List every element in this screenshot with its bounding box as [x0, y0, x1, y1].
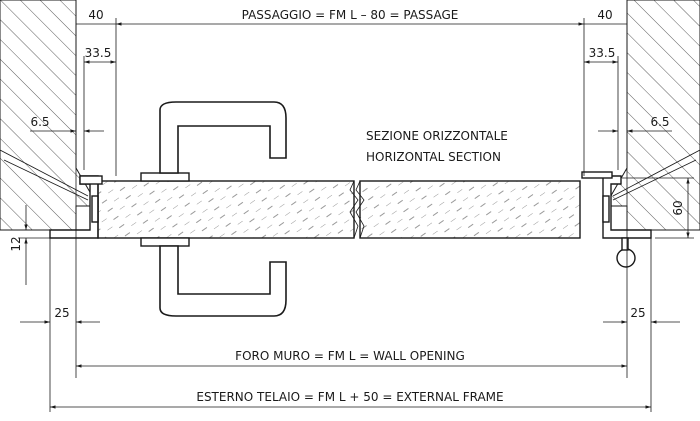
left-inner-dimension: 33.5	[85, 46, 112, 60]
external-frame-label: ESTERNO TELAIO = FM L + 50 = EXTERNAL FR…	[196, 390, 503, 404]
left-bottom-dimension: 25	[54, 306, 69, 320]
right-frame-profile	[581, 149, 700, 268]
door-handle	[140, 101, 287, 317]
section-title-english: HORIZONTAL SECTION	[366, 150, 501, 164]
left-top-dimension: 40	[88, 8, 103, 22]
door-leaf	[79, 175, 581, 239]
dimension-lines	[18, 0, 694, 412]
passage-label: PASSAGGIO = FM L – 80 = PASSAGE	[242, 8, 459, 22]
left-small-dimension: 6.5	[30, 115, 49, 129]
right-small-dimension: 6.5	[650, 115, 669, 129]
right-vertical-dimension: 60	[671, 200, 685, 215]
right-inner-dimension: 33.5	[589, 46, 616, 60]
right-bottom-dimension: 25	[630, 306, 645, 320]
section-title-italian: SEZIONE ORIZZONTALE	[366, 129, 508, 143]
left-vertical-dimension: 12	[9, 236, 23, 251]
right-top-dimension: 40	[597, 8, 612, 22]
wall-opening-label: FORO MURO = FM L = WALL OPENING	[235, 349, 465, 363]
